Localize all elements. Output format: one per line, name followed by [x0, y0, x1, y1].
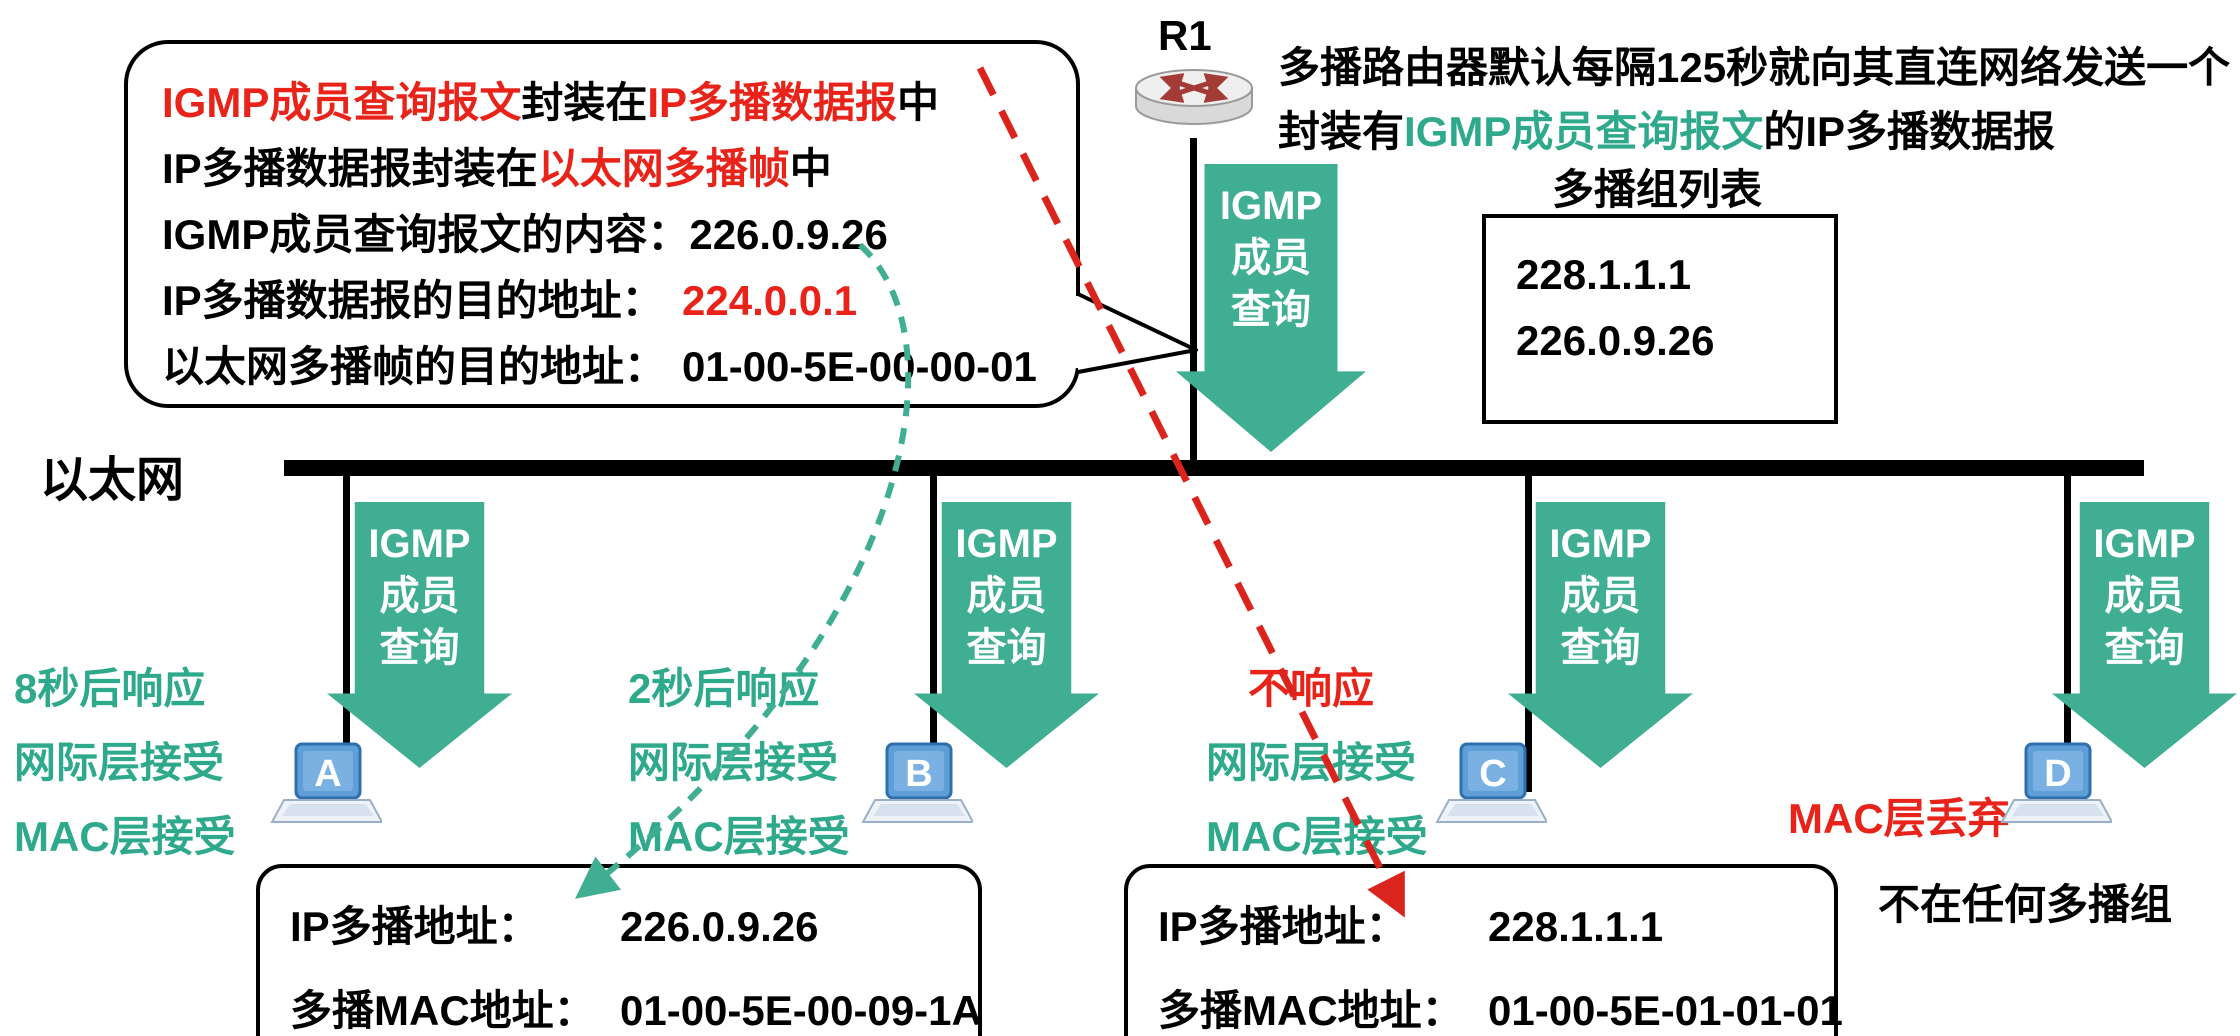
multicast-group-list-title: 多播组列表 [1552, 166, 1763, 213]
igmp-query-label: IGMP [2093, 522, 2196, 566]
ip-address-value: 228.1.1.1 [1488, 903, 1664, 950]
igmp-query-label: 查询 [1231, 288, 1311, 332]
router-icon [1135, 69, 1253, 125]
igmp-query-label: 查询 [1560, 626, 1641, 670]
mac-address-label: 多播MAC地址： [1158, 987, 1464, 1034]
igmp-query-label: 成员 [966, 574, 1047, 618]
callout-bubble: IGMP成员查询报文封装在IP多播数据报中 IP多播数据报封装在以太网多播帧中 … [124, 40, 1080, 408]
igmp-query-arrow-host-c: IGMP 成员 查询 [1508, 502, 1693, 768]
igmp-query-arrow-host-b: IGMP 成员 查询 [914, 502, 1099, 768]
igmp-query-label: 查询 [966, 626, 1047, 670]
igmp-query-label: IGMP [368, 522, 471, 566]
callout-tail [1070, 292, 1198, 374]
host-b-notes: 2秒后响应 网际层接受 MAC层接受 [628, 652, 850, 874]
frame-dest-value: 01-00-5E-00-00-01 [682, 343, 1037, 390]
host-d-drop-line [2064, 470, 2071, 792]
laptop-host-c-icon: C [1435, 742, 1547, 823]
frame-dest-label: 以太网多播帧的目的地址： [162, 343, 667, 390]
ip-address-label: IP多播地址： [1158, 903, 1408, 950]
host-d-mac-discard-note: MAC层丢弃 [1788, 795, 2010, 842]
callout-line-3: IGMP成员查询报文的内容：226.0.9.26 [162, 202, 1056, 268]
host-d-no-group-note: 不在任何多播组 [1878, 881, 2173, 928]
igmp-query-label: IGMP [955, 522, 1058, 566]
igmp-query-arrow-host-a: IGMP 成员 查询 [327, 502, 512, 768]
host-b-drop-line [930, 470, 937, 792]
host-letter: A [314, 753, 341, 795]
ip-dest-label: IP多播数据报的目的地址： [162, 277, 664, 324]
host-letter: C [1479, 753, 1506, 795]
ethernet-bus [284, 460, 2144, 476]
mac-layer-note: MAC层接受 [14, 813, 236, 860]
router-note-text: 的IP多播数据报 [1763, 108, 2056, 155]
mac-layer-note: MAC层接受 [628, 813, 850, 860]
igmp-query-term: IGMP成员查询报文 [162, 79, 522, 126]
router-behavior-note: 多播路由器默认每隔125秒就向其直连网络发送一个 封装有IGMP成员查询报文的I… [1278, 36, 2230, 164]
ip-multicast-datagram-term: IP多播数据报 [647, 79, 898, 126]
mac-address-value: 01-00-5E-00-09-1A [620, 987, 982, 1034]
callout-line-2: IP多播数据报封装在以太网多播帧中 [162, 136, 1056, 202]
mac-address-row: 多播MAC地址： 01-00-5E-01-01-01 [1158, 978, 1843, 1036]
igmp-query-arrow-r1: IGMP 成员 查询 [1176, 164, 1366, 452]
ip-address-label: IP多播地址： [290, 903, 540, 950]
igmp-query-label: 查询 [2104, 626, 2185, 670]
network-layer-note: 网际层接受 [14, 739, 225, 786]
callout-line-4: IP多播数据报的目的地址： 224.0.0.1 [162, 268, 1056, 334]
callout-text: 中 [789, 145, 832, 192]
callout-line-1: IGMP成员查询报文封装在IP多播数据报中 [162, 70, 1056, 136]
laptop-host-a-icon: A [270, 742, 382, 823]
host-letter: D [2044, 753, 2071, 795]
address-box-group-226: IP多播地址： 226.0.9.26 多播MAC地址： 01-00-5E-00-09… [256, 864, 982, 1036]
laptop-host-d-icon: D [2000, 742, 2112, 823]
igmp-query-label: 成员 [1231, 236, 1311, 280]
ip-address-row: IP多播地址： 226.0.9.26 [290, 894, 978, 960]
response-time-note: 2秒后响应 [628, 665, 820, 712]
group-entry: 226.0.9.26 [1516, 317, 1715, 364]
igmp-query-arrow-host-d: IGMP 成员 查询 [2052, 502, 2237, 768]
host-letter: B [905, 753, 932, 795]
ip-address-row: IP多播地址： 228.1.1.1 [1158, 894, 1834, 960]
r1-downlink-line [1190, 138, 1197, 470]
response-time-note: 8秒后响应 [14, 665, 206, 712]
ip-dest-value: 224.0.0.1 [682, 277, 858, 324]
mac-address-label: 多播MAC地址： [290, 987, 596, 1034]
igmp-query-label: IGMP [1219, 184, 1323, 228]
callout-line-5: 以太网多播帧的目的地址： 01-00-5E-00-00-01 [162, 334, 1056, 400]
router-note-text: 封装有 [1278, 108, 1405, 155]
network-layer-note: 网际层接受 [1206, 739, 1417, 786]
ip-address-value: 226.0.9.26 [620, 903, 819, 950]
igmp-content-label: IGMP成员查询报文的内容： [162, 211, 690, 258]
igmp-query-label: IGMP [1549, 522, 1652, 566]
router-note-line-2: 封装有IGMP成员查询报文的IP多播数据报 [1278, 100, 2230, 164]
host-a-drop-line [343, 470, 350, 792]
igmp-content-value: 226.0.9.26 [689, 211, 888, 258]
mac-address-value: 01-00-5E-01-01-01 [1488, 987, 1843, 1034]
callout-text: IP多播数据报封装在 [162, 145, 538, 192]
callout-text: 封装在 [521, 79, 648, 126]
igmp-query-label: 成员 [1560, 574, 1641, 618]
igmp-query-label: 成员 [379, 574, 460, 618]
router-r1-label: R1 [1158, 12, 1212, 59]
ethernet-multicast-frame-term: 以太网多播帧 [537, 145, 790, 192]
host-c-notes: 不响应 网际层接受 MAC层接受 [1206, 652, 1428, 874]
igmp-query-label: 查询 [379, 626, 460, 670]
igmp-query-term-teal: IGMP成员查询报文 [1404, 108, 1764, 155]
no-response-note: 不响应 [1248, 665, 1375, 712]
mac-address-row: 多播MAC地址： 01-00-5E-00-09-1A [290, 978, 982, 1036]
host-c-drop-line [1525, 470, 1532, 792]
host-a-notes: 8秒后响应 网际层接受 MAC层接受 [14, 652, 236, 874]
callout-text: 中 [897, 79, 940, 126]
address-box-group-228: IP多播地址： 228.1.1.1 多播MAC地址： 01-00-5E-01-01-… [1124, 864, 1843, 1036]
group-entry: 228.1.1.1 [1516, 251, 1692, 298]
igmp-query-label: 成员 [2104, 574, 2185, 618]
router-note-line-1: 多播路由器默认每隔125秒就向其直连网络发送一个 [1278, 44, 2231, 91]
multicast-group-list-box: 228.1.1.1 226.0.9.26 [1482, 214, 1838, 424]
network-layer-note: 网际层接受 [628, 739, 839, 786]
laptop-host-b-icon: B [861, 742, 973, 823]
ethernet-label: 以太网 [40, 454, 185, 507]
mac-layer-note: MAC层接受 [1206, 813, 1428, 860]
